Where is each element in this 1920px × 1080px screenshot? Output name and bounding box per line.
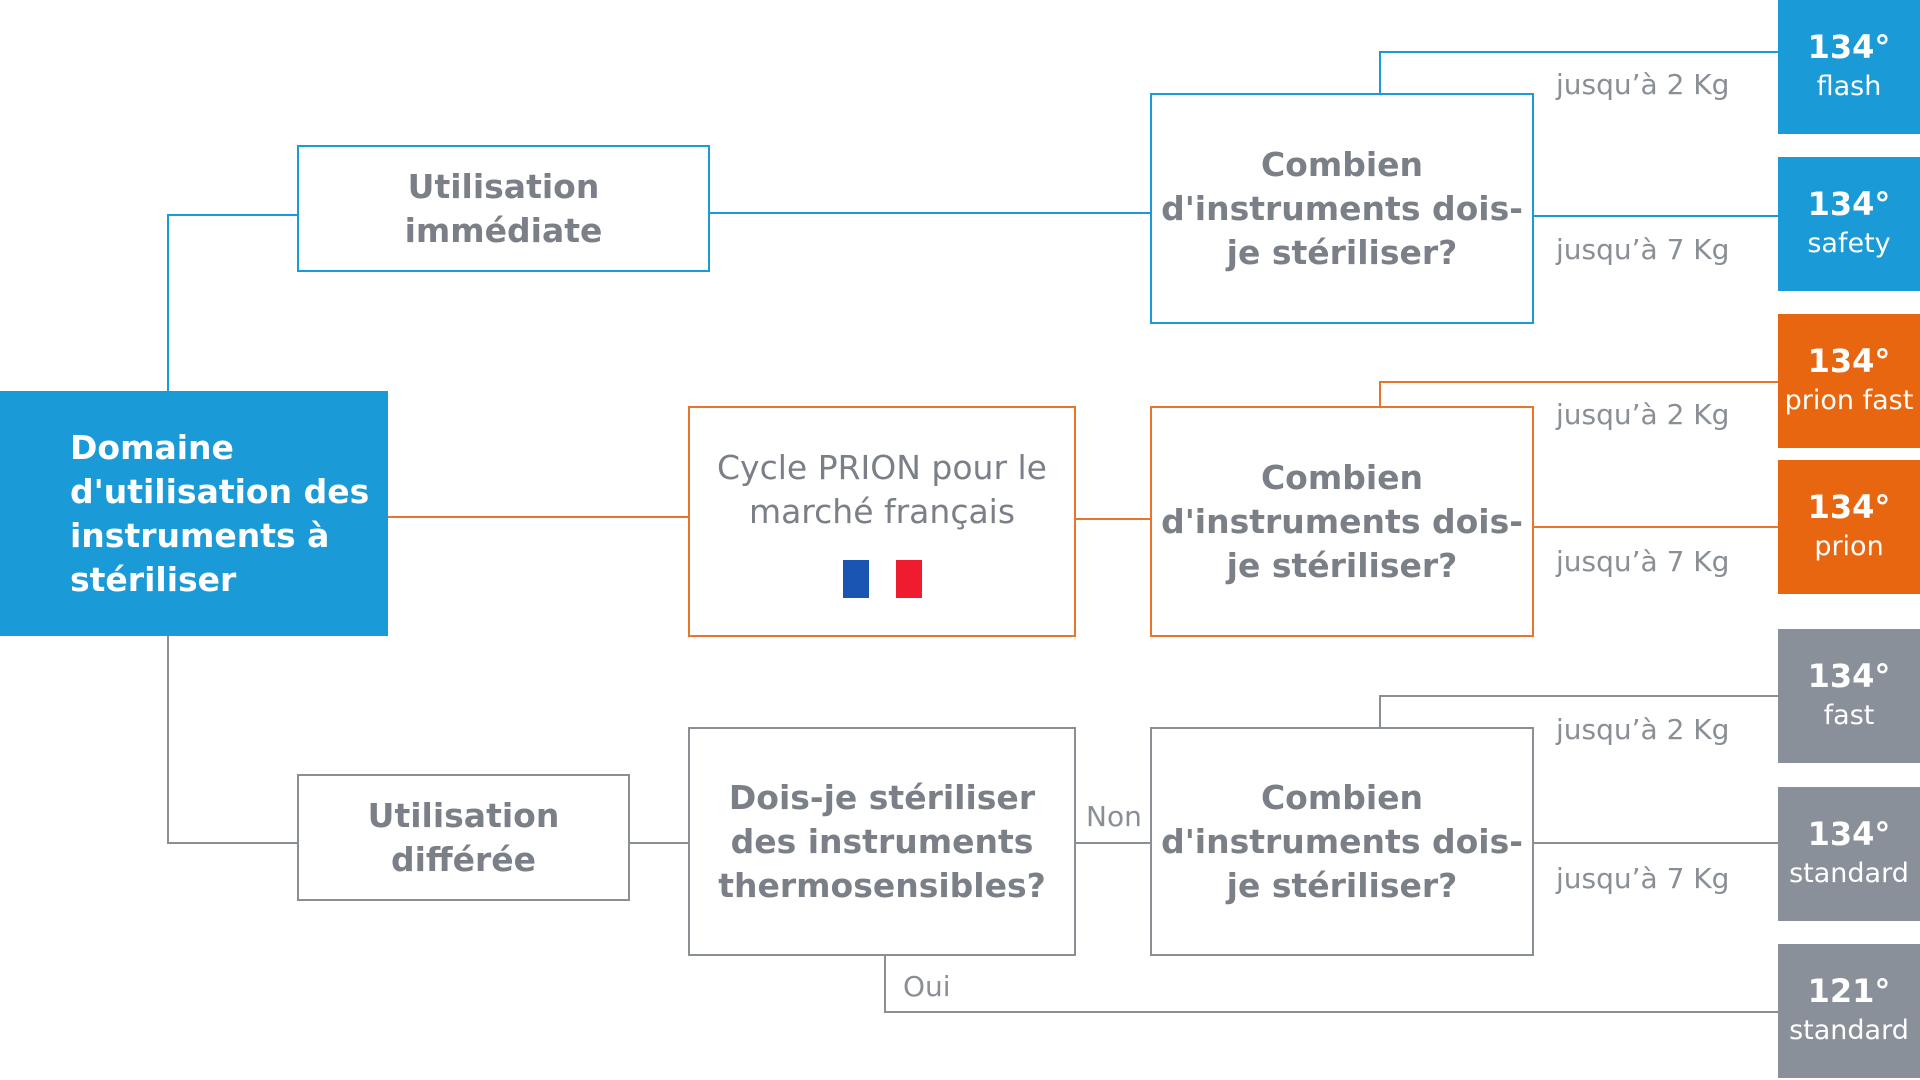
quantity-question-label-orange: Combien d'instruments dois-je stériliser… bbox=[1161, 457, 1523, 585]
quantity-question-box-gray: Combien d'instruments dois-je stériliser… bbox=[1150, 727, 1534, 956]
flag-blue-stripe bbox=[842, 559, 869, 598]
weight-label-gray-2kg: jusqu’à 2 Kg bbox=[1556, 713, 1730, 746]
cycle-134-flash: 134° flash bbox=[1778, 0, 1920, 134]
cycle-121-standard: 121° standard bbox=[1778, 944, 1920, 1078]
cycle-name: fast bbox=[1823, 700, 1875, 731]
cycle-134-standard: 134° standard bbox=[1778, 787, 1920, 921]
cycle-name: prion fast bbox=[1784, 385, 1914, 416]
thermosensitive-question-label: Dois-je stériliser des instruments therm… bbox=[718, 777, 1046, 905]
weight-label-blue-2kg: jusqu’à 2 Kg bbox=[1556, 68, 1730, 101]
cycle-temperature: 121° bbox=[1807, 972, 1891, 1010]
weight-label-gray-7kg: jusqu’à 7 Kg bbox=[1556, 862, 1730, 895]
prion-cycle-label: Cycle PRION pour le marché français bbox=[717, 447, 1047, 531]
connector-thermo-121-oui bbox=[884, 955, 1778, 1013]
cycle-temperature: 134° bbox=[1807, 657, 1891, 695]
quantity-question-box-orange: Combien d'instruments dois-je stériliser… bbox=[1150, 406, 1534, 637]
usage-deferred-label: Utilisation différée bbox=[367, 795, 560, 879]
weight-label-orange-7kg: jusqu’à 7 Kg bbox=[1556, 545, 1730, 578]
cycle-temperature: 134° bbox=[1807, 488, 1891, 526]
quantity-question-label-blue: Combien d'instruments dois-je stériliser… bbox=[1161, 144, 1523, 272]
cycle-134-fast: 134° fast bbox=[1778, 629, 1920, 763]
root-domain-label: Domaine d'utilisation des instruments à … bbox=[70, 427, 370, 599]
usage-deferred-box: Utilisation différée bbox=[297, 774, 630, 901]
connector-root-deferred bbox=[167, 636, 297, 844]
cycle-temperature: 134° bbox=[1807, 28, 1891, 66]
answer-yes-label: Oui bbox=[903, 970, 951, 1003]
weight-label-orange-2kg: jusqu’à 2 Kg bbox=[1556, 398, 1730, 431]
quantity-question-box-blue: Combien d'instruments dois-je stériliser… bbox=[1150, 93, 1534, 324]
connector-question-flash bbox=[1379, 51, 1778, 93]
cycle-name: standard bbox=[1789, 1015, 1909, 1046]
connector-question-prion-fast bbox=[1379, 381, 1778, 406]
flag-red-stripe bbox=[895, 559, 922, 598]
weight-label-blue-7kg: jusqu’à 7 Kg bbox=[1556, 233, 1730, 266]
thermosensitive-question-box: Dois-je stériliser des instruments therm… bbox=[688, 727, 1076, 956]
answer-no-label: Non bbox=[1086, 800, 1142, 833]
cycle-134-prion-fast: 134° prion fast bbox=[1778, 314, 1920, 448]
cycle-name: standard bbox=[1789, 858, 1909, 889]
usage-immediate-label: Utilisation immédiate bbox=[404, 166, 603, 250]
cycle-134-prion: 134° prion bbox=[1778, 460, 1920, 594]
prion-cycle-box: Cycle PRION pour le marché français bbox=[688, 406, 1076, 637]
usage-immediate-box: Utilisation immédiate bbox=[297, 145, 710, 272]
cycle-name: safety bbox=[1807, 228, 1891, 259]
quantity-question-label-gray: Combien d'instruments dois-je stériliser… bbox=[1161, 777, 1523, 905]
root-domain-box: Domaine d'utilisation des instruments à … bbox=[0, 391, 388, 636]
france-flag-icon bbox=[842, 559, 922, 598]
cycle-temperature: 134° bbox=[1807, 185, 1891, 223]
cycle-temperature: 134° bbox=[1807, 815, 1891, 853]
connector-question-fast bbox=[1379, 695, 1778, 727]
cycle-name: prion bbox=[1814, 531, 1884, 562]
connector-root-immediate bbox=[167, 214, 297, 391]
cycle-temperature: 134° bbox=[1807, 342, 1891, 380]
cycle-134-safety: 134° safety bbox=[1778, 157, 1920, 291]
cycle-name: flash bbox=[1816, 71, 1882, 102]
